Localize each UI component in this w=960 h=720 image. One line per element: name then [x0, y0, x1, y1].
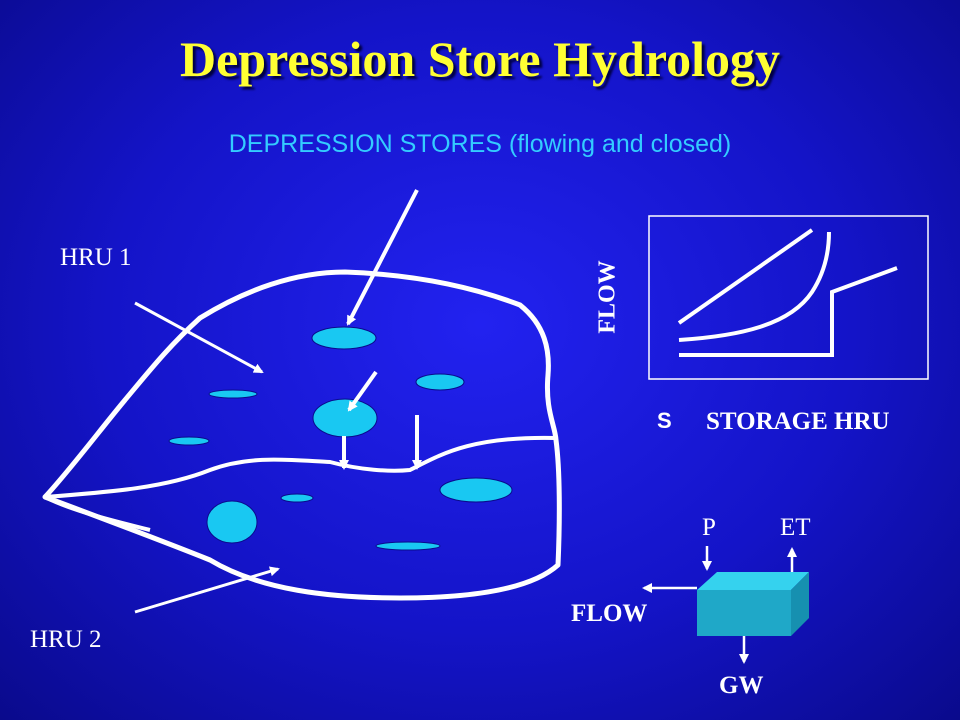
pond — [168, 436, 210, 446]
storage-hru-label: STORAGE HRU — [706, 408, 890, 435]
depression-stores — [168, 326, 513, 551]
gw-label: GW — [719, 672, 764, 699]
flow-out-label: FLOW — [571, 600, 648, 627]
arrow-into-pond — [347, 370, 378, 412]
pond — [312, 398, 378, 438]
pond — [375, 541, 441, 551]
graph-frame — [648, 215, 929, 380]
slide-title: Depression Store Hydrology — [179, 31, 781, 87]
pond — [415, 373, 465, 391]
pond — [439, 477, 513, 503]
storage-box-top — [697, 572, 809, 590]
arrow-into-pond — [346, 189, 419, 326]
nonlinear-relation-curve — [678, 231, 831, 342]
hru-boundary-line — [44, 435, 557, 499]
outlet-tail-line — [44, 495, 151, 532]
linear-relation-curve — [677, 228, 814, 325]
flow-axis-label: FLOW — [594, 260, 621, 334]
storage-box-front — [697, 590, 791, 636]
hru2-label: HRU 2 — [30, 626, 102, 653]
pond — [280, 493, 314, 503]
storage-axis-s-label: S — [657, 408, 672, 433]
pond — [208, 389, 258, 399]
p-label: P — [702, 514, 716, 541]
hru1-label: HRU 1 — [60, 244, 132, 271]
pond — [206, 500, 258, 544]
pond — [311, 326, 377, 350]
storage-box-side — [791, 572, 809, 636]
slide-subtitle: DEPRESSION STORES (flowing and closed) — [228, 130, 732, 158]
watershed-outline — [42, 269, 562, 601]
hru1-pointer-arrow — [134, 301, 264, 374]
hru2-pointer-arrow — [134, 566, 280, 614]
et-label: ET — [780, 514, 811, 541]
threshold-relation-curve — [679, 266, 898, 357]
